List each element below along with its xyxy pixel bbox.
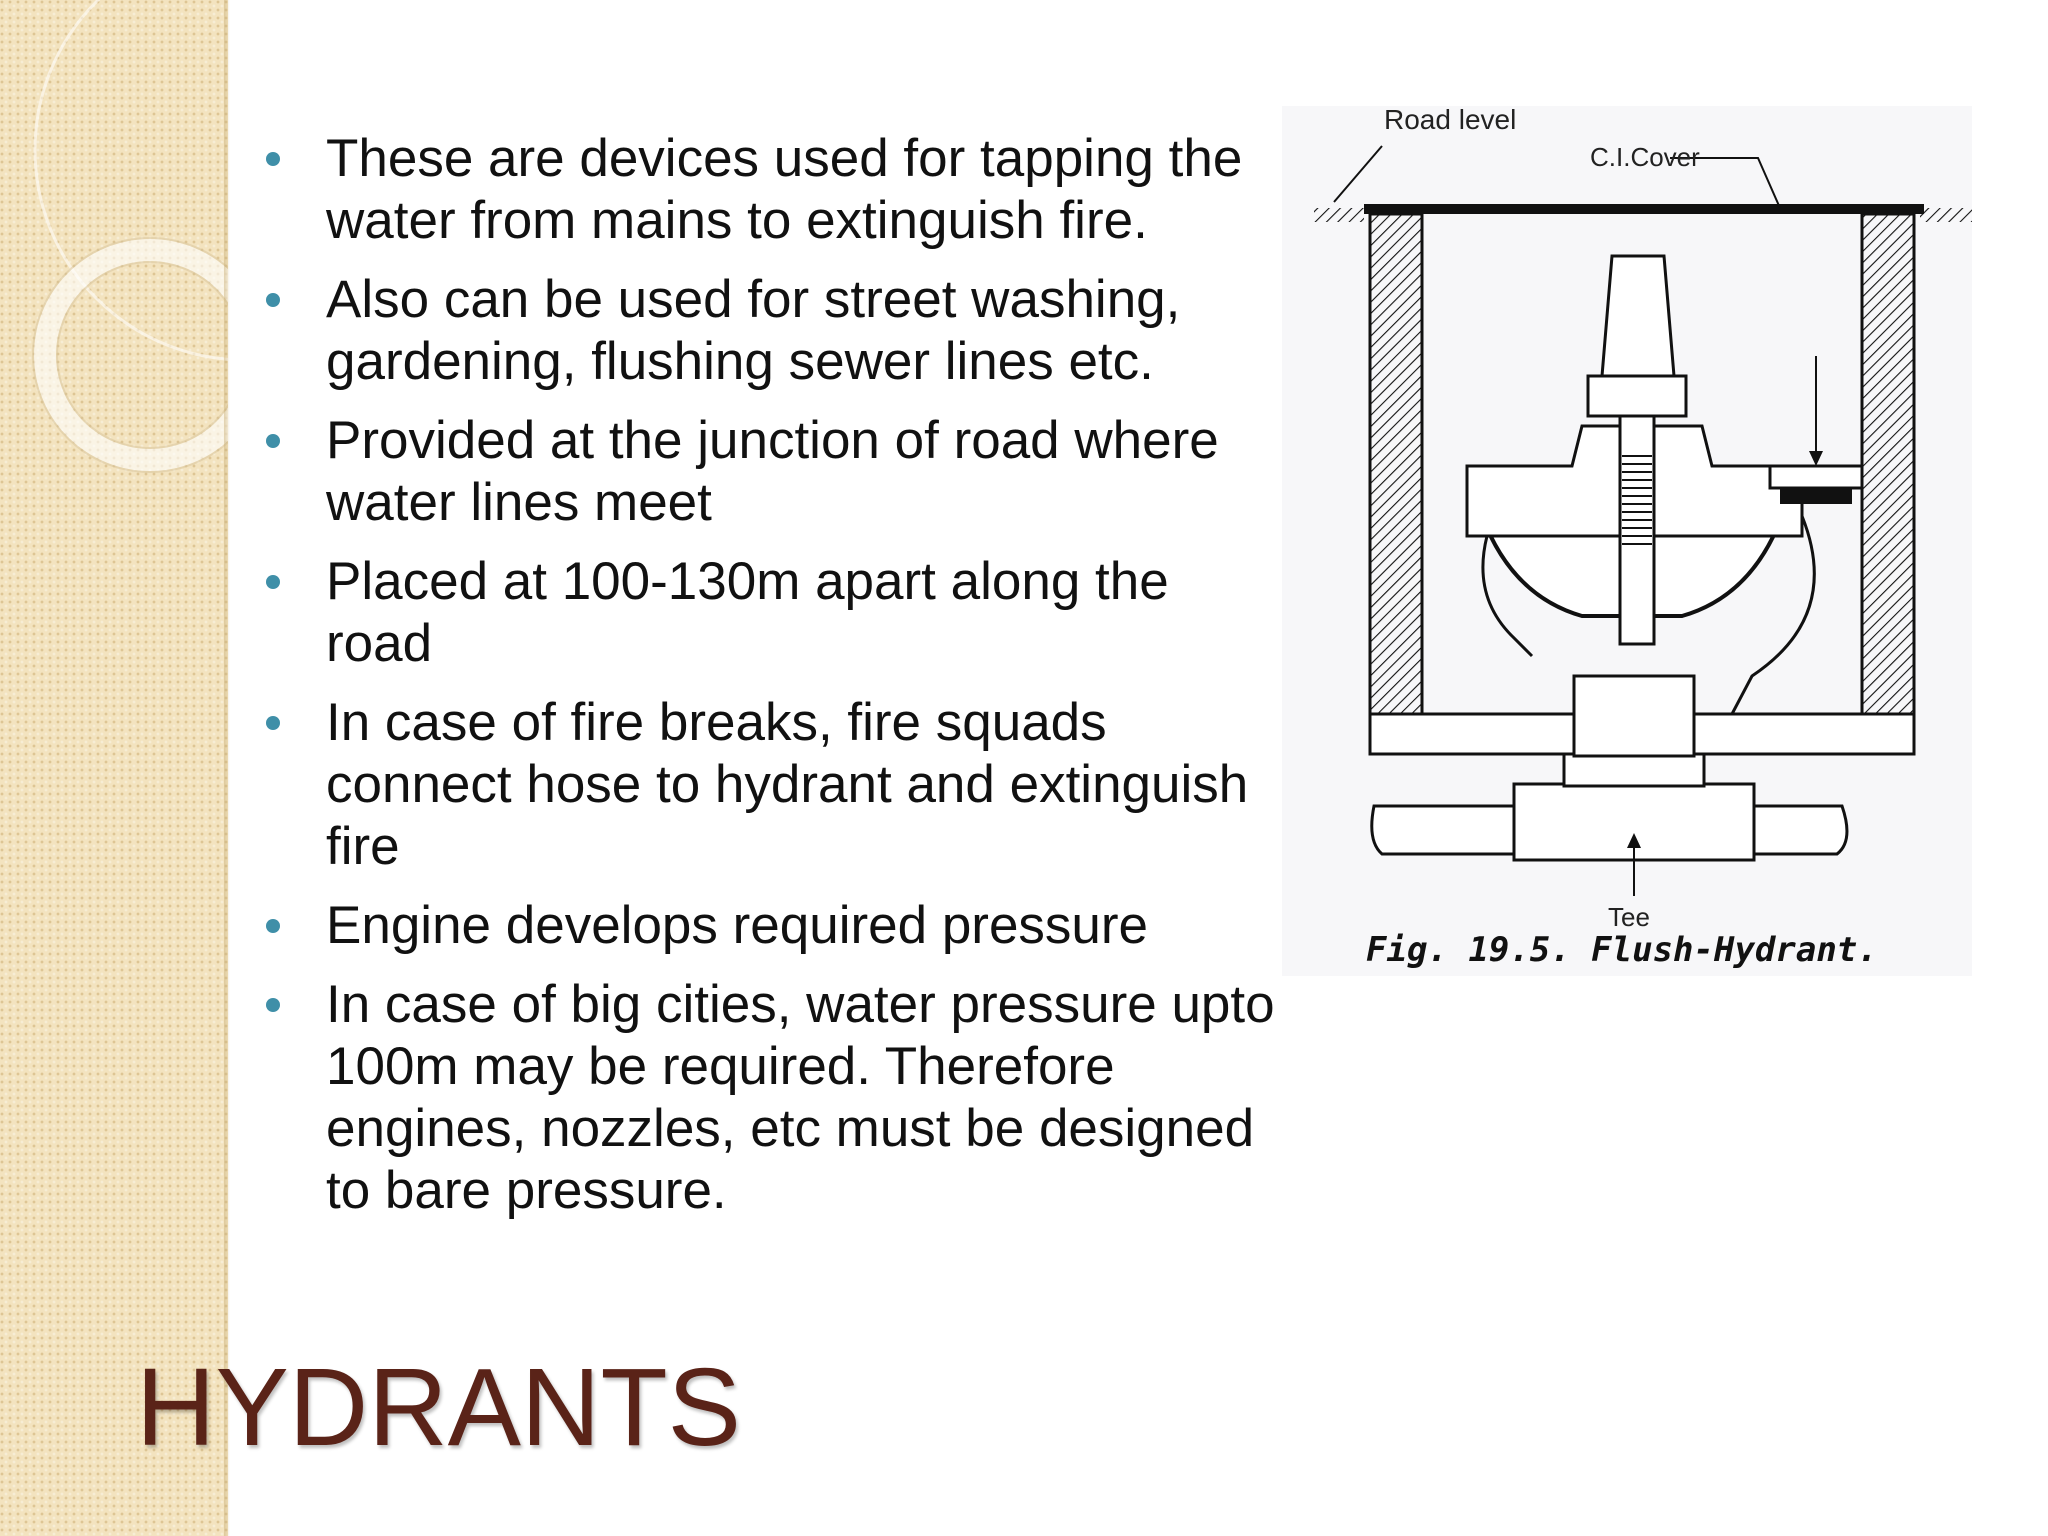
bullet-text: In case of big cities, water pressure up… <box>326 975 1275 1220</box>
road-level-label: Road level <box>1384 104 1517 135</box>
bullet-text: Placed at 100-130m apart along the road <box>326 552 1169 673</box>
flush-hydrant-figure: Road level C.I.Cover Tee Fig. 19.5. Flus… <box>1282 96 1982 996</box>
decorative-side-strip <box>0 0 228 1536</box>
bullet-text: These are devices used for tapping the w… <box>326 129 1243 250</box>
strip-edge-shadow <box>224 0 230 1536</box>
bullet-item: In case of fire breaks, fire squads conn… <box>266 692 1276 878</box>
figure-caption: Fig. 19.5. Flush-Hydrant. <box>1366 930 1878 970</box>
tee-label: Tee <box>1608 902 1650 932</box>
bullet-item: Placed at 100-130m apart along the road <box>266 551 1276 675</box>
bullet-item: Provided at the junction of road where w… <box>266 410 1276 534</box>
bullet-dot-icon <box>266 919 280 933</box>
flush-hydrant-diagram <box>1282 106 1972 976</box>
bullet-item: Also can be used for street washing, gar… <box>266 269 1276 393</box>
ci-cover-label: C.I.Cover <box>1590 142 1700 172</box>
bullet-dot-icon <box>266 998 280 1012</box>
bullet-text: In case of fire breaks, fire squads conn… <box>326 693 1249 876</box>
bullet-text: Engine develops required pressure <box>326 896 1149 955</box>
bullet-list: These are devices used for tapping the w… <box>266 128 1276 1239</box>
decorative-rings <box>32 0 228 473</box>
bullet-dot-icon <box>266 152 280 166</box>
slide-title: HYDRANTS <box>136 1346 742 1469</box>
bullet-dot-icon <box>266 575 280 589</box>
bullet-text: Provided at the junction of road where w… <box>326 411 1219 532</box>
bullet-dot-icon <box>266 716 280 730</box>
bullet-item: These are devices used for tapping the w… <box>266 128 1276 252</box>
bullet-item: In case of big cities, water pressure up… <box>266 974 1276 1222</box>
bullet-dot-icon <box>266 293 280 307</box>
bullet-text: Also can be used for street washing, gar… <box>326 270 1181 391</box>
bullet-item: Engine develops required pressure <box>266 895 1276 957</box>
bullet-dot-icon <box>266 434 280 448</box>
